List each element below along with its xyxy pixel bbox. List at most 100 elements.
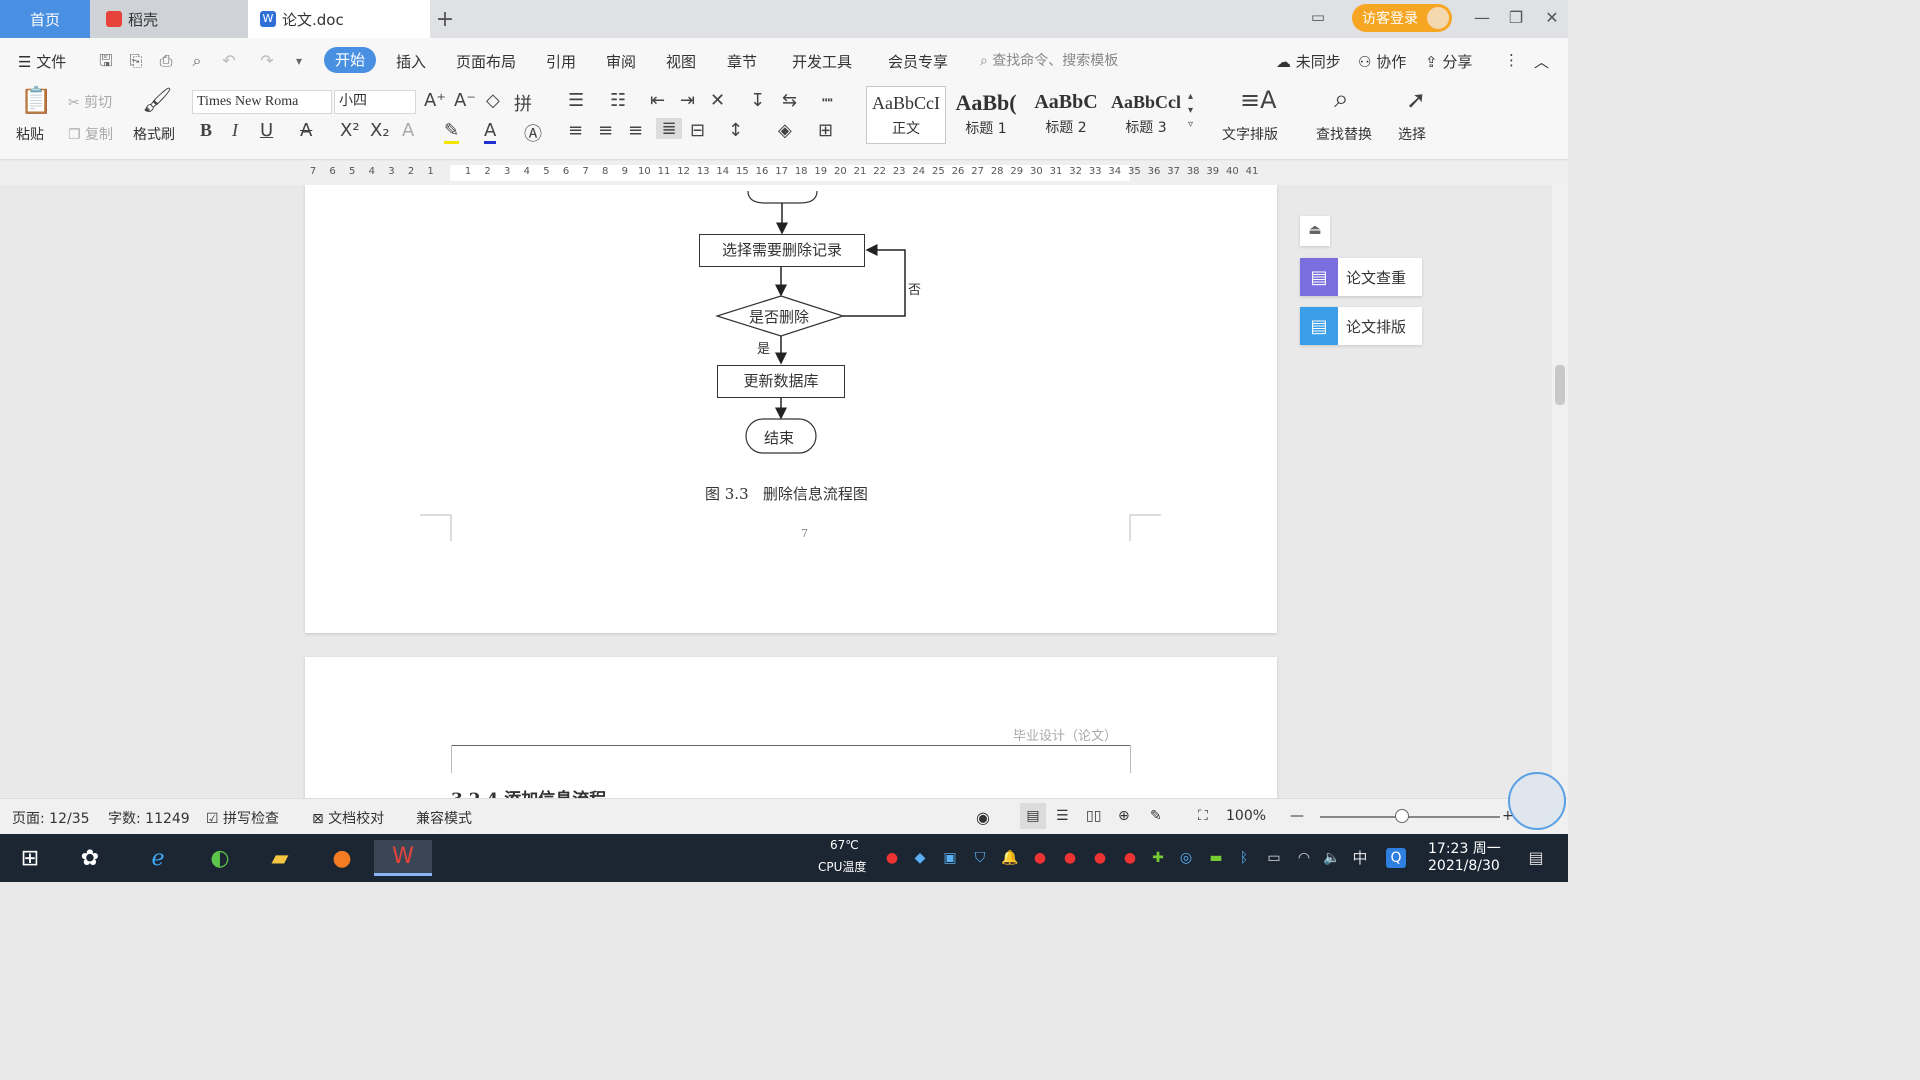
shading-icon[interactable]: ◈ bbox=[778, 120, 792, 141]
menu-insert[interactable]: 插入 bbox=[396, 53, 427, 71]
notification-icon[interactable]: ▤ bbox=[1528, 848, 1544, 867]
proofread-button[interactable]: ⊠ 文档校对 bbox=[312, 808, 384, 828]
tray-app-icon[interactable]: ◎ bbox=[1179, 850, 1193, 866]
scrollbar-thumb[interactable] bbox=[1555, 365, 1565, 405]
menu-references[interactable]: 引用 bbox=[546, 53, 577, 71]
chinese-layout-icon[interactable]: ✕ bbox=[710, 90, 726, 111]
italic-icon[interactable]: I bbox=[232, 120, 238, 140]
paste-icon[interactable]: 📋 bbox=[20, 86, 53, 116]
wps-app-icon[interactable]: W bbox=[374, 840, 432, 876]
line-spacing-icon[interactable]: ↕ bbox=[728, 120, 744, 141]
export-icon[interactable]: ⎘ bbox=[129, 51, 143, 70]
clear-format-icon[interactable]: ◇ bbox=[486, 90, 500, 111]
subscript-icon[interactable]: X₂ bbox=[370, 120, 390, 141]
reading-view-icon[interactable]: ▯▯ bbox=[1086, 808, 1102, 824]
cursor-select-icon[interactable]: ➚ bbox=[1406, 86, 1427, 114]
paper-layout-button[interactable]: ▤ 论文排版 bbox=[1300, 307, 1422, 345]
select-button[interactable]: 选择 bbox=[1398, 127, 1426, 143]
phonetic-icon[interactable]: 拼 bbox=[514, 94, 532, 115]
style-heading-2[interactable]: AaBbC 标题 2 bbox=[1026, 86, 1106, 144]
volume-icon[interactable]: 🔈 bbox=[1323, 850, 1341, 866]
justify-icon[interactable]: ≣ bbox=[656, 118, 682, 139]
menu-review[interactable]: 审阅 bbox=[606, 53, 637, 71]
game-app-icon[interactable]: ● bbox=[332, 845, 352, 871]
clock-date[interactable]: 2021/8/30 bbox=[1428, 858, 1500, 874]
char-border-icon[interactable]: Ⓐ bbox=[524, 124, 542, 145]
format-painter-button[interactable]: 格式刷 bbox=[133, 127, 175, 143]
wifi-icon[interactable]: ◠ bbox=[1297, 850, 1311, 866]
shrink-font-icon[interactable]: A⁻ bbox=[454, 90, 476, 111]
underline-icon[interactable]: U bbox=[260, 120, 274, 141]
print-preview-icon[interactable]: ⌕ bbox=[192, 51, 202, 70]
cut-button[interactable]: ✂ 剪切 bbox=[68, 92, 112, 112]
font-name-select[interactable]: Times New Roma bbox=[192, 90, 332, 114]
assistant-avatar[interactable] bbox=[1508, 772, 1566, 830]
tray-app-icon[interactable]: ● bbox=[885, 850, 899, 866]
qq-icon[interactable]: ● bbox=[1063, 850, 1077, 866]
undo-icon[interactable]: ↶ bbox=[222, 51, 236, 70]
battery-icon[interactable]: ▭ bbox=[1267, 850, 1281, 866]
windows-start-icon[interactable]: ⊞ bbox=[20, 845, 40, 871]
page-indicator[interactable]: 页面: 12/35 bbox=[12, 811, 90, 827]
new-tab-button[interactable]: + bbox=[434, 0, 456, 38]
align-left-icon[interactable]: ≡ bbox=[568, 120, 584, 141]
restore-icon[interactable]: ❐ bbox=[1508, 8, 1524, 27]
qq-icon[interactable]: ● bbox=[1033, 850, 1047, 866]
menu-start[interactable]: 开始 bbox=[324, 47, 376, 73]
tray-app-icon[interactable]: ◆ bbox=[914, 850, 926, 866]
shield-icon[interactable]: ⛉ bbox=[974, 850, 986, 866]
text-effect-icon[interactable]: A bbox=[402, 120, 415, 141]
font-color-icon[interactable]: A bbox=[484, 120, 497, 144]
document-area[interactable]: 选择需要删除记录 是否删除 否 是 更新数据库 结束 图 3.3 删除信息流程图… bbox=[0, 185, 1552, 798]
nvidia-icon[interactable]: ▬ bbox=[1209, 850, 1223, 866]
vertical-scrollbar[interactable] bbox=[1552, 185, 1568, 798]
save-icon[interactable]: 🖫 bbox=[99, 51, 113, 70]
align-center-icon[interactable]: ≡ bbox=[598, 120, 614, 141]
qq-icon[interactable]: ● bbox=[1093, 850, 1107, 866]
copy-button[interactable]: ❐ 复制 bbox=[68, 124, 113, 144]
styles-scroll-icon[interactable]: ▴▾▿ bbox=[1188, 91, 1194, 130]
strikethrough-icon[interactable]: A bbox=[300, 120, 313, 141]
ie-browser-icon[interactable]: ℯ bbox=[151, 845, 165, 871]
layout-icon[interactable]: ▭ bbox=[1310, 8, 1326, 26]
menu-page-layout[interactable]: 页面布局 bbox=[456, 53, 517, 71]
qq-browser-icon[interactable]: Q bbox=[1386, 848, 1406, 868]
tray-plus-icon[interactable]: ✚ bbox=[1152, 850, 1164, 866]
format-painter-icon[interactable]: 🖌 bbox=[142, 86, 173, 114]
menu-member[interactable]: 会员专享 bbox=[888, 53, 949, 71]
sort-icon[interactable]: ↧ bbox=[750, 90, 766, 111]
superscript-icon[interactable]: X² bbox=[340, 120, 360, 141]
print-icon[interactable]: ⎙ bbox=[159, 51, 173, 70]
collapse-panel-icon[interactable]: ⏏ bbox=[1300, 216, 1330, 246]
decrease-indent-icon[interactable]: ⇤ bbox=[650, 90, 666, 111]
borders-icon[interactable]: ⊞ bbox=[818, 120, 834, 141]
zoom-in-icon[interactable]: + bbox=[1502, 808, 1514, 824]
command-search[interactable]: ⌕ 查找命令、搜索模板 bbox=[980, 50, 1118, 70]
collaborate-button[interactable]: ⚇ 协作 bbox=[1358, 51, 1406, 72]
style-heading-3[interactable]: AaBbCcl 标题 3 bbox=[1106, 86, 1186, 144]
tab-stops-icon[interactable]: ┉ bbox=[822, 90, 833, 111]
outline-view-icon[interactable]: ☰ bbox=[1056, 808, 1069, 824]
tab-document[interactable]: W 论文.doc bbox=[248, 0, 430, 38]
word-count[interactable]: 字数: 11249 bbox=[108, 811, 190, 827]
numbered-list-icon[interactable]: ☷ bbox=[610, 90, 627, 111]
text-layout-icon[interactable]: ≡A bbox=[1240, 86, 1277, 114]
zoom-slider[interactable] bbox=[1320, 816, 1500, 818]
page-view-icon[interactable]: ▤ bbox=[1020, 803, 1046, 829]
close-icon[interactable]: ✕ bbox=[1545, 8, 1559, 27]
bluetooth-icon[interactable]: ᛒ bbox=[1239, 850, 1249, 866]
tab-home[interactable]: 首页 bbox=[0, 0, 90, 38]
browser-360-icon[interactable]: ◐ bbox=[210, 845, 230, 871]
style-normal[interactable]: AaBbCcI 正文 bbox=[866, 86, 946, 144]
zoom-out-icon[interactable]: — bbox=[1290, 808, 1304, 824]
redo-icon[interactable]: ↷ bbox=[260, 51, 274, 70]
fan-app-icon[interactable]: ✿ bbox=[80, 845, 100, 871]
increase-indent-icon[interactable]: ⇥ bbox=[680, 90, 696, 111]
menu-chapter[interactable]: 章节 bbox=[727, 53, 758, 71]
bold-icon[interactable]: B bbox=[200, 120, 213, 140]
web-view-icon[interactable]: ⊕ bbox=[1118, 808, 1130, 824]
spell-check-button[interactable]: ☑ 拼写检查 bbox=[206, 808, 279, 828]
qq-icon[interactable]: ● bbox=[1123, 850, 1137, 866]
magnifier-icon[interactable]: ⌕ bbox=[1334, 84, 1349, 114]
